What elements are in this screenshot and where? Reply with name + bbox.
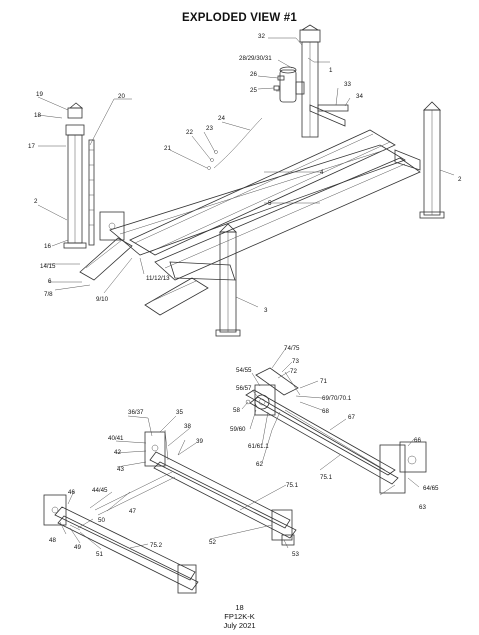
callout-7-8: 7/8 — [44, 291, 53, 298]
callout-14-15: 14/15 — [40, 263, 56, 270]
callout-32: 32 — [258, 33, 265, 40]
callout-69-70-70-1: 69/70/70.1 — [322, 395, 352, 402]
callout-48: 48 — [49, 537, 56, 544]
callout-2-right: 2 — [458, 176, 462, 183]
callout-59-60: 59/60 — [230, 426, 246, 433]
callout-40-41: 40/41 — [108, 435, 124, 442]
cylinder-assembly-left — [94, 429, 297, 546]
callout-53: 53 — [292, 551, 299, 558]
callout-73: 73 — [292, 358, 299, 365]
page-number: 18 — [235, 603, 244, 612]
callout-72: 72 — [290, 368, 297, 375]
runway-5 — [109, 144, 421, 281]
callout-49: 49 — [74, 544, 81, 551]
callout-16: 16 — [44, 243, 51, 250]
callout-2-left: 2 — [34, 198, 38, 205]
callout-11-12-13: 11/12/13 — [146, 275, 170, 282]
runway-4 — [129, 104, 396, 256]
callout-64-65: 64/65 — [423, 485, 439, 492]
callout-6: 6 — [48, 278, 52, 285]
callout-43: 43 — [117, 466, 124, 473]
callout-47: 47 — [129, 508, 136, 515]
approach-ramps — [79, 237, 209, 316]
callout-labels: 1 2 2 3 4 5 6 7/8 9/10 11/12/13 14/15 16… — [28, 33, 462, 558]
callout-5: 5 — [268, 200, 272, 207]
cylinder-assembly-right — [245, 367, 427, 494]
callout-67: 67 — [348, 414, 355, 421]
callout-52: 52 — [209, 539, 216, 546]
post-front-left — [215, 223, 241, 337]
cylinder-assembly-bottom — [43, 494, 199, 594]
callout-38: 38 — [184, 423, 191, 430]
callout-1: 1 — [329, 67, 333, 74]
callout-22: 22 — [186, 129, 193, 136]
callout-23: 23 — [206, 125, 213, 132]
callout-42: 42 — [114, 449, 121, 456]
callout-54-55: 54/55 — [236, 367, 252, 374]
callout-75-1-left: 75.1 — [286, 482, 299, 489]
callout-33: 33 — [344, 81, 351, 88]
callout-39: 39 — [196, 438, 203, 445]
callout-28-31: 28/29/30/31 — [239, 55, 272, 62]
callout-63: 63 — [419, 504, 426, 511]
document-date: July 2021 — [223, 621, 256, 630]
callout-20: 20 — [118, 93, 125, 100]
callout-24: 24 — [218, 115, 225, 122]
callout-58: 58 — [233, 407, 240, 414]
callout-18: 18 — [34, 112, 41, 119]
callout-leaders — [37, 37, 455, 550]
callout-34: 34 — [356, 93, 363, 100]
callout-21: 21 — [164, 145, 171, 152]
callout-9-10: 9/10 — [96, 296, 109, 303]
callout-71: 71 — [320, 378, 327, 385]
model-number: FP12K-K — [224, 612, 255, 621]
callout-36-37: 36/37 — [128, 409, 144, 416]
callout-19: 19 — [36, 91, 43, 98]
callout-51: 51 — [96, 551, 103, 558]
callout-68: 68 — [322, 408, 329, 415]
callout-17: 17 — [28, 143, 35, 150]
callout-74-75: 74/75 — [284, 345, 300, 352]
callout-26: 26 — [250, 71, 257, 78]
page-title: EXPLODED VIEW #1 — [181, 12, 298, 24]
callout-56-57: 56/57 — [236, 385, 252, 392]
post-power-side — [276, 24, 321, 138]
callout-25: 25 — [250, 87, 257, 94]
callout-3: 3 — [264, 307, 268, 314]
callout-35: 35 — [176, 409, 183, 416]
callout-46: 46 — [68, 489, 75, 496]
callout-66: 66 — [414, 437, 421, 444]
post-front-right — [419, 101, 445, 219]
callout-4: 4 — [320, 169, 324, 176]
callout-62: 62 — [256, 461, 263, 468]
callout-75-1-right: 75.1 — [320, 474, 333, 481]
callout-75-2: 75.2 — [150, 542, 163, 549]
post-rear-left — [63, 102, 95, 249]
lift-assembly-upper — [63, 24, 445, 337]
callout-50: 50 — [98, 517, 105, 524]
callout-61-61-1: 61/61.1 — [248, 443, 269, 450]
callout-44-45: 44/45 — [92, 487, 108, 494]
